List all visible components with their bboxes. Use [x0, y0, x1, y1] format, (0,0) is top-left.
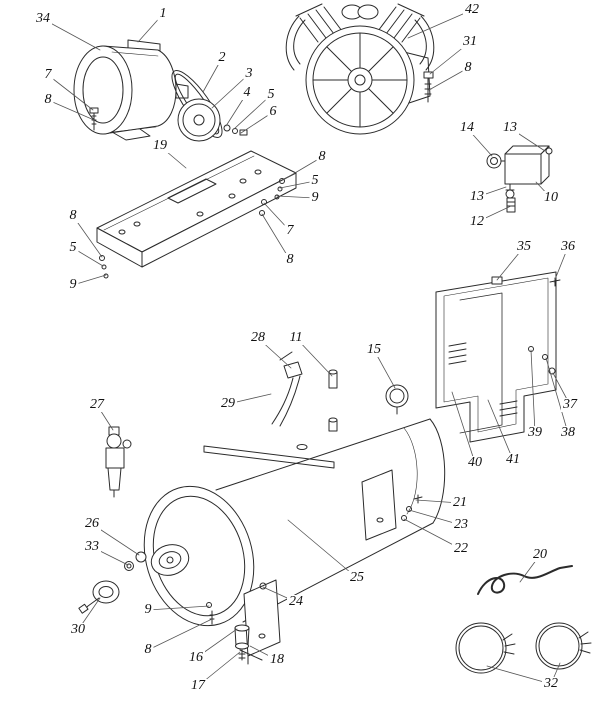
part-number-callout: 22	[452, 541, 470, 556]
part-number-callout: 41	[504, 452, 522, 467]
part-number-callout: 8	[142, 642, 154, 657]
part-number-callout: 2	[216, 50, 228, 65]
wheel-kit	[78, 544, 190, 614]
part-number-callout: 27	[88, 397, 106, 412]
leader-line	[72, 274, 107, 286]
part-number-callout: 40	[466, 455, 484, 470]
part-number-callout: 25	[348, 570, 366, 585]
part-number-callout: 7	[284, 223, 296, 238]
part-number-callout: 11	[287, 330, 305, 345]
part-number-callout: 13	[468, 189, 486, 204]
part-number-callout: 5	[309, 173, 321, 188]
part-number-callout: 34	[34, 11, 52, 26]
part-number-callout: 16	[187, 650, 205, 665]
part-number-callout: 30	[69, 622, 87, 637]
leader-line	[276, 195, 316, 199]
motor-mount-bolt	[89, 107, 99, 131]
part-number-callout: 35	[515, 239, 533, 254]
pulley-fasteners	[223, 124, 248, 136]
plate-fasteners	[99, 178, 285, 279]
leader-line	[530, 349, 536, 434]
compressor-pump	[285, 3, 435, 135]
part-number-callout: 8	[284, 252, 296, 267]
part-number-callout: 6	[267, 104, 279, 119]
air-hose	[477, 565, 573, 595]
part-number-callout: 10	[542, 190, 560, 205]
part-number-callout: 8	[42, 92, 54, 107]
part-number-callout: 12	[468, 214, 486, 229]
leader-line	[282, 156, 323, 181]
part-number-callout: 17	[189, 678, 207, 693]
leg-bolts	[401, 494, 423, 521]
part-number-callout: 5	[265, 87, 277, 102]
part-number-callout: 33	[83, 539, 101, 554]
part-number-callout: 7	[42, 67, 54, 82]
part-number-callout: 31	[461, 34, 479, 49]
part-number-callout: 28	[249, 330, 267, 345]
part-number-callout: 21	[451, 495, 469, 510]
part-number-callout: 9	[142, 602, 154, 617]
part-number-callout: 24	[287, 594, 305, 609]
leader-line	[47, 74, 94, 111]
part-number-callout: 38	[559, 425, 577, 440]
leader-line	[42, 18, 101, 51]
part-number-callout: 9	[67, 277, 79, 292]
part-number-callout: 13	[501, 120, 519, 135]
belt-guard-panel	[435, 271, 561, 443]
leader-line	[428, 67, 469, 91]
mounting-plate	[96, 150, 297, 268]
check-valve-assembly	[203, 351, 338, 469]
filter-regulator	[105, 426, 132, 498]
leader-line	[233, 94, 272, 130]
part-number-callout: 14	[458, 120, 476, 135]
part-number-callout: 36	[559, 239, 577, 254]
part-number-callout: 18	[268, 652, 286, 667]
leader-line	[486, 665, 552, 685]
part-number-callout: 29	[219, 396, 237, 411]
pressure-switch	[486, 145, 553, 213]
leader-line	[545, 357, 569, 434]
part-number-callout: 23	[452, 517, 470, 532]
air-tank	[143, 417, 446, 665]
tie-rings	[455, 622, 592, 674]
part-number-callout: 37	[561, 397, 579, 412]
part-number-callout: 32	[542, 676, 560, 691]
part-number-callout: 1	[157, 6, 169, 21]
leader-line	[279, 180, 316, 189]
leader-line	[487, 399, 514, 461]
part-number-callout: 39	[526, 425, 544, 440]
part-number-callout: 3	[243, 66, 255, 81]
part-number-callout: 5	[67, 240, 79, 255]
leader-line	[147, 605, 210, 611]
part-number-callout: 8	[67, 208, 79, 223]
part-number-callout: 9	[309, 190, 321, 205]
leader-line	[287, 519, 358, 579]
electric-motor	[73, 39, 189, 141]
part-number-callout: 8	[316, 149, 328, 164]
pump-mount-bolt	[423, 71, 434, 103]
leader-line	[147, 618, 213, 651]
part-number-callout: 19	[151, 138, 169, 153]
leader-line	[47, 99, 95, 121]
pressure-gauge	[385, 384, 409, 415]
leader-line	[211, 73, 250, 109]
part-number-callout: 15	[365, 342, 383, 357]
leader-line	[261, 213, 291, 261]
leader-line	[407, 9, 473, 39]
leader-line	[451, 391, 476, 464]
drain-and-foot-parts	[206, 582, 267, 661]
part-number-callout: 20	[531, 547, 549, 562]
part-number-callout: 42	[463, 2, 481, 17]
part-number-callout: 26	[83, 516, 101, 531]
part-number-callout: 8	[462, 60, 474, 75]
part-number-callout: 4	[241, 85, 253, 100]
pulley	[177, 98, 221, 142]
leader-line	[403, 518, 462, 550]
